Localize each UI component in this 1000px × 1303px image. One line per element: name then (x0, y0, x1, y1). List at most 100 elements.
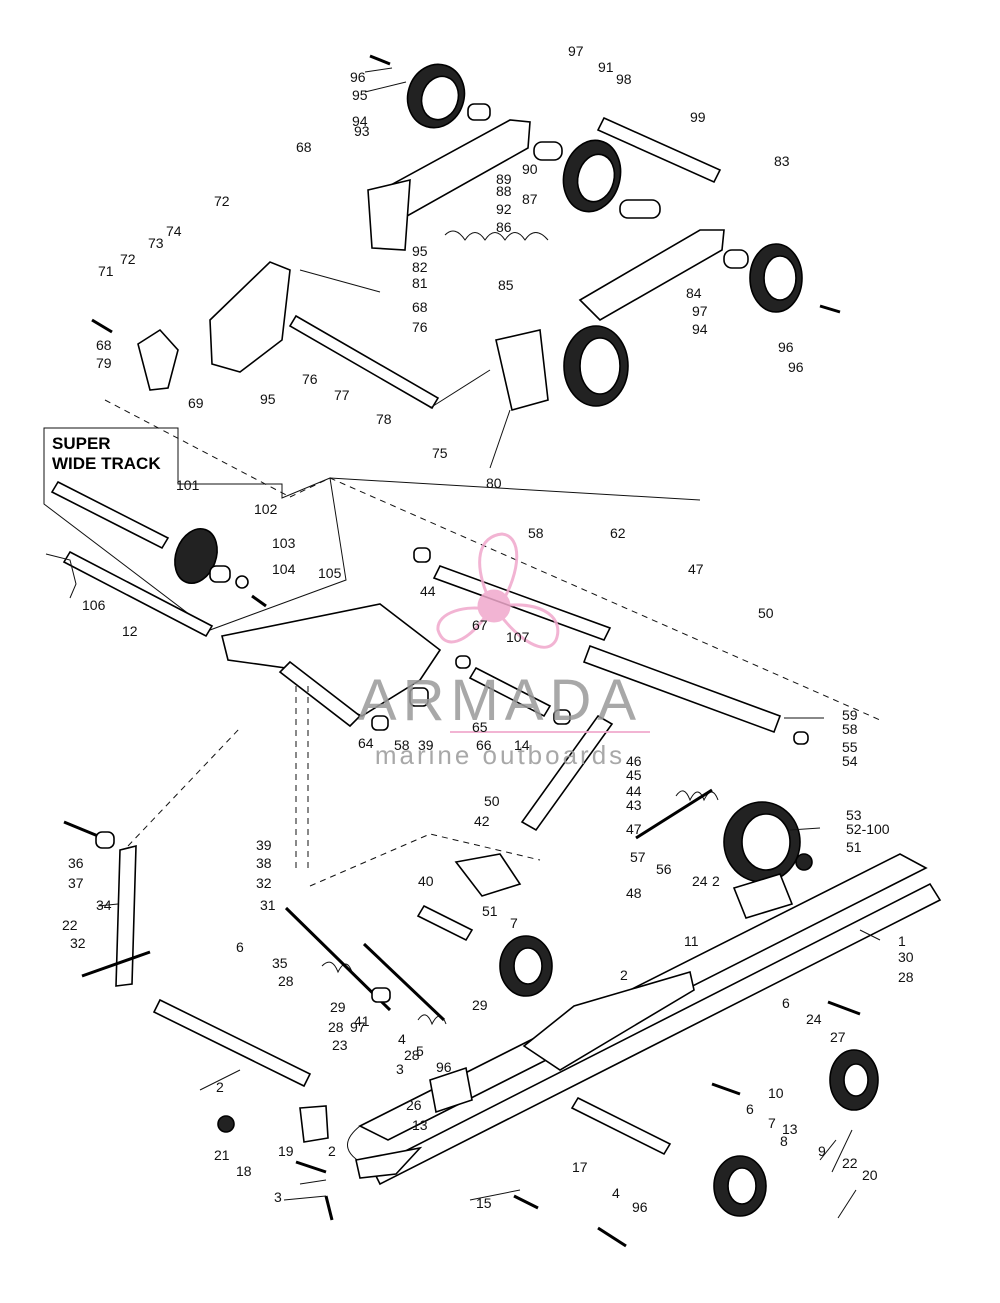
part-number-label: 85 (498, 277, 514, 293)
part-number-label: 35 (272, 955, 288, 971)
part-number-label: 38 (256, 855, 272, 871)
part-number-label: 29 (472, 997, 488, 1013)
part-number-label: 96 (778, 339, 794, 355)
part-number-label: 72 (120, 251, 136, 267)
part-number-label: 89 (496, 171, 512, 187)
part-number-label: 46 (626, 753, 642, 769)
part-number-label: 39 (256, 837, 272, 853)
part-number-label: 68 (296, 139, 312, 155)
part-number-label: 67 (472, 617, 488, 633)
part-number-label: 95 (260, 391, 276, 407)
part-number-label: 66 (476, 737, 492, 753)
part-number-label: 106 (82, 597, 106, 613)
part-number-label: 34 (96, 897, 112, 913)
part-number-label: 68 (412, 299, 428, 315)
part-number-label: 32 (70, 935, 86, 951)
part-number-label: 105 (318, 565, 342, 581)
part-number-label: 6 (782, 995, 790, 1011)
part-number-label: 58 (528, 525, 544, 541)
part-number-label: 104 (272, 561, 296, 577)
part-number-label: 72 (214, 193, 230, 209)
part-number-label: 28 (404, 1047, 420, 1063)
part-number-label: 50 (484, 793, 500, 809)
part-number-label: 47 (626, 821, 642, 837)
part-number-label: 3 (274, 1189, 282, 1205)
part-number-label: 2 (712, 873, 720, 889)
part-number-label: 78 (376, 411, 392, 427)
part-number-label: 58 (394, 737, 410, 753)
watermark-brand: ARMADA (358, 668, 642, 733)
part-number-label: 47 (688, 561, 704, 577)
part-number-label: 45 (626, 767, 642, 783)
part-number-label: 88 (496, 183, 512, 199)
part-number-label: 39 (418, 737, 434, 753)
part-number-label: 5 (416, 1043, 424, 1059)
part-number-label: 30 (898, 949, 914, 965)
part-number-label: 57 (630, 849, 646, 865)
part-number-label: 75 (432, 445, 448, 461)
part-number-label: 31 (260, 897, 276, 913)
part-number-label: 103 (272, 535, 296, 551)
part-number-label: 6 (746, 1101, 754, 1117)
part-number-label: 13 (782, 1121, 798, 1137)
part-number-label: 44 (626, 783, 642, 799)
part-number-label: 23 (332, 1037, 348, 1053)
part-number-label: 24 (806, 1011, 822, 1027)
part-number-label: 3 (396, 1061, 404, 1077)
part-number-label: 94 (352, 113, 368, 129)
box-title-line1: SUPER (52, 434, 111, 453)
part-number-label: 42 (474, 813, 490, 829)
part-number-label: 21 (214, 1147, 230, 1163)
part-number-label: 37 (68, 875, 84, 891)
part-number-label: 9 (818, 1143, 826, 1159)
part-number-label: 28 (898, 969, 914, 985)
part-number-label: 14 (514, 737, 530, 753)
part-number-label: 62 (610, 525, 626, 541)
part-number-label: 98 (616, 71, 632, 87)
part-number-label: 69 (188, 395, 204, 411)
part-number-label: 32 (256, 875, 272, 891)
part-number-label: 95 (412, 243, 428, 259)
part-number-label: 73 (148, 235, 164, 251)
part-number-label: 90 (522, 161, 538, 177)
part-number-label: 54 (842, 753, 858, 769)
part-number-label: 50 (758, 605, 774, 621)
part-number-label: 80 (486, 475, 502, 491)
part-number-label: 27 (830, 1029, 846, 1045)
part-number-label: 86 (496, 219, 512, 235)
part-number-label: 101 (176, 477, 200, 493)
part-number-label: 52-100 (846, 821, 890, 837)
part-number-label: 102 (254, 501, 278, 517)
part-number-label: 8 (780, 1133, 788, 1149)
part-number-label: 4 (398, 1031, 406, 1047)
part-number-label: 56 (656, 861, 672, 877)
part-number-label: 10 (768, 1085, 784, 1101)
part-number-label: 96 (788, 359, 804, 375)
part-number-label: 44 (420, 583, 436, 599)
part-number-label: 76 (412, 319, 428, 335)
part-number-label: 15 (476, 1195, 492, 1211)
part-number-label: 48 (626, 885, 642, 901)
part-number-label: 2 (620, 967, 628, 983)
part-number-label: 11 (684, 933, 699, 949)
super-wide-track-box: SUPER WIDE TRACK (43, 427, 347, 631)
box-title-line2: WIDE TRACK (52, 454, 161, 473)
part-number-label: 71 (98, 263, 114, 279)
part-number-label: 40 (418, 873, 434, 889)
propeller-logo-icon (436, 532, 560, 649)
part-number-label: 97 (692, 303, 708, 319)
part-number-label: 12 (122, 623, 138, 639)
part-number-label: 41 (354, 1013, 370, 1029)
part-number-label: 19 (278, 1143, 294, 1159)
part-number-label: 51 (846, 839, 862, 855)
part-number-label: 94 (692, 321, 708, 337)
part-number-label: 29 (330, 999, 346, 1015)
part-number-label: 96 (632, 1199, 648, 1215)
part-number-label: 65 (472, 719, 488, 735)
part-number-label: 7 (768, 1115, 776, 1131)
part-number-label: 53 (846, 807, 862, 823)
part-number-label: 4 (612, 1185, 620, 1201)
